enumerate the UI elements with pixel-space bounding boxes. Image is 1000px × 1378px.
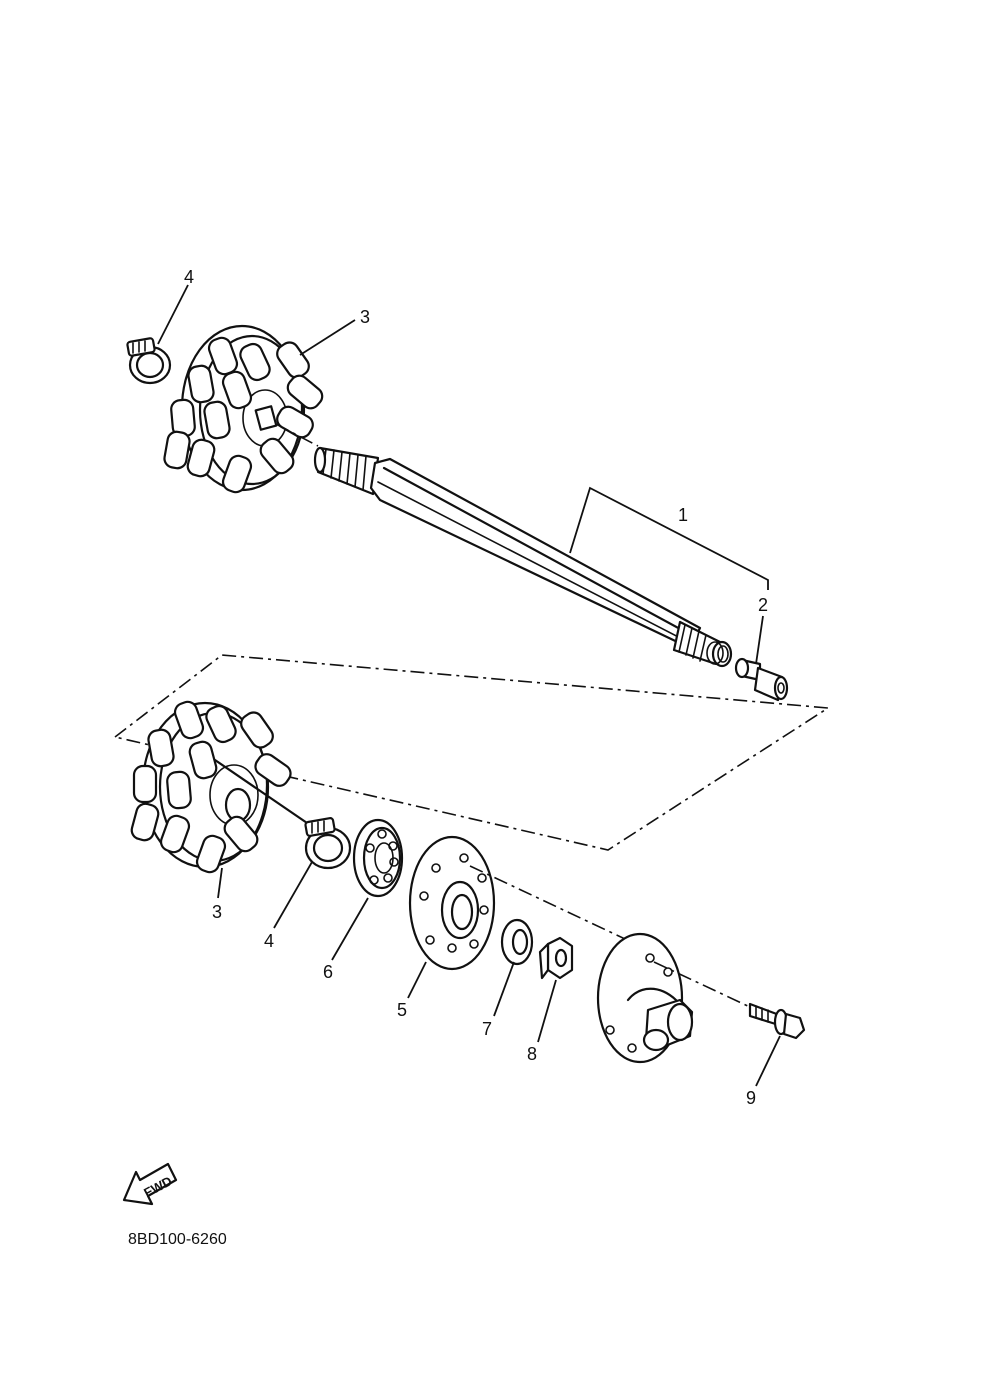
leader-3-top (299, 319, 356, 356)
assembly-boundary-dashed (114, 654, 831, 851)
callout-9: 9 (746, 1088, 756, 1108)
hose-clamp-lower (304, 817, 352, 870)
sprocket-upper (163, 324, 324, 494)
flange-plate (408, 835, 641, 971)
drive-shaft (313, 446, 733, 668)
leader-9 (755, 1035, 781, 1087)
hex-nut (538, 936, 574, 980)
leader-2 (755, 615, 764, 665)
flange-bolt (748, 1002, 806, 1040)
callout-5: 5 (397, 1000, 407, 1020)
callout-6: 6 (323, 962, 333, 982)
leader-7 (493, 961, 515, 1017)
end-plug (734, 657, 789, 702)
leader-4-top (157, 284, 189, 345)
leader-8 (537, 979, 557, 1043)
hub-spindle-plate (596, 932, 753, 1064)
leader-5 (407, 961, 427, 999)
hose-clamp-upper (126, 337, 172, 385)
leader-3-bottom (217, 867, 223, 899)
callout-4-top: 4 (184, 267, 194, 287)
ball-bearing (352, 818, 404, 898)
callout-7: 7 (482, 1019, 492, 1039)
sprocket-lower (130, 700, 312, 874)
leader-1-bracket (569, 486, 769, 590)
callout-4-bottom: 4 (264, 931, 274, 951)
washer (500, 918, 534, 966)
leader-6 (331, 897, 369, 961)
callout-2: 2 (758, 595, 768, 615)
callout-8: 8 (527, 1044, 537, 1064)
callout-1: 1 (678, 505, 688, 525)
fwd-arrow-icon: FWD (122, 1162, 178, 1206)
leader-4-bottom (273, 861, 313, 929)
callout-3-bottom: 3 (212, 902, 222, 922)
callout-3-top: 3 (360, 307, 370, 327)
drawing-code: 8BD100-6260 (128, 1231, 227, 1248)
